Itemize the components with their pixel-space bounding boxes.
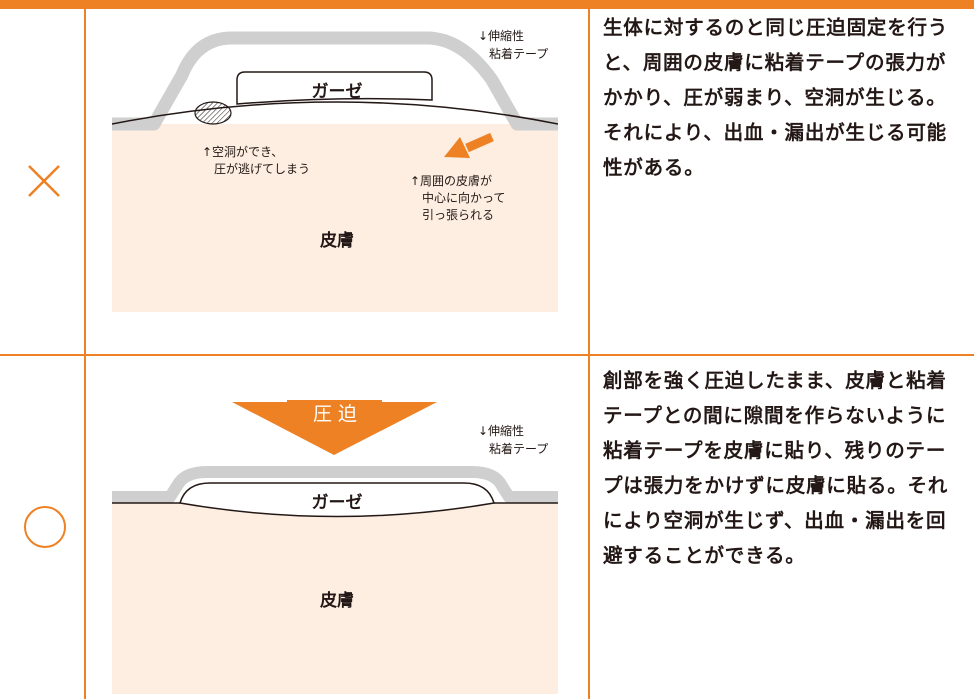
cavity-note-line1: ↑空洞ができ、: [202, 144, 283, 159]
tape-label-line2: 粘着テープ: [489, 441, 548, 456]
tape-label-line1: ↓伸縮性: [478, 423, 524, 438]
gauze: [179, 482, 495, 518]
pull-note-line3: 引っ張られる: [422, 208, 494, 222]
correct-method-diagram: 圧 迫 ガーゼ 皮膚 ↓伸縮性 粘着テープ: [112, 400, 558, 694]
skin-surface-line: [112, 101, 558, 125]
tape-label-line1: ↓伸縮性: [478, 28, 524, 43]
gauze-label: ガーゼ: [312, 492, 363, 513]
cavity-note-line2: 圧が逃げてしまう: [214, 161, 310, 176]
skin-area: [112, 503, 558, 694]
row-divider: [0, 354, 974, 356]
gauze-label: ガーゼ: [312, 81, 363, 102]
pressure-arrow-icon: [232, 400, 437, 455]
correct-method-description: 創部を強く圧迫したまま、皮膚と粘着テープとの間に隙間を作らないように粘着テープを…: [603, 369, 949, 567]
elastic-tape: [112, 31, 558, 131]
pull-arrow-shaft: [465, 132, 494, 153]
tape-label-line2: 粘着テープ: [489, 46, 548, 61]
skin-label: 皮膚: [320, 590, 354, 611]
skin-area: [112, 124, 558, 312]
pull-arrow-icon: [444, 137, 470, 158]
circle-icon: [24, 506, 66, 548]
elastic-tape: [112, 466, 558, 503]
pull-note-line1: ↑周囲の皮膚が: [410, 173, 492, 188]
incorrect-method-description: 生体に対するのと同じ圧迫固定を行うと、周囲の皮膚に粘着テープの張力がかかり、圧が…: [603, 16, 949, 179]
skin-label: 皮膚: [320, 230, 354, 251]
incorrect-method-diagram: ガーゼ 皮膚 ↓伸縮性 粘着テープ ↑空洞ができ、 圧が逃げてしまう ↑周囲の皮…: [112, 28, 558, 312]
gauze: [236, 71, 433, 105]
table-top-border: [0, 0, 974, 9]
pull-note-line2: 中心に向かって: [422, 190, 505, 205]
cross-icon: [28, 165, 60, 197]
pressure-label: 圧 迫: [313, 403, 357, 425]
cavity-hatch-mark: [194, 101, 232, 125]
